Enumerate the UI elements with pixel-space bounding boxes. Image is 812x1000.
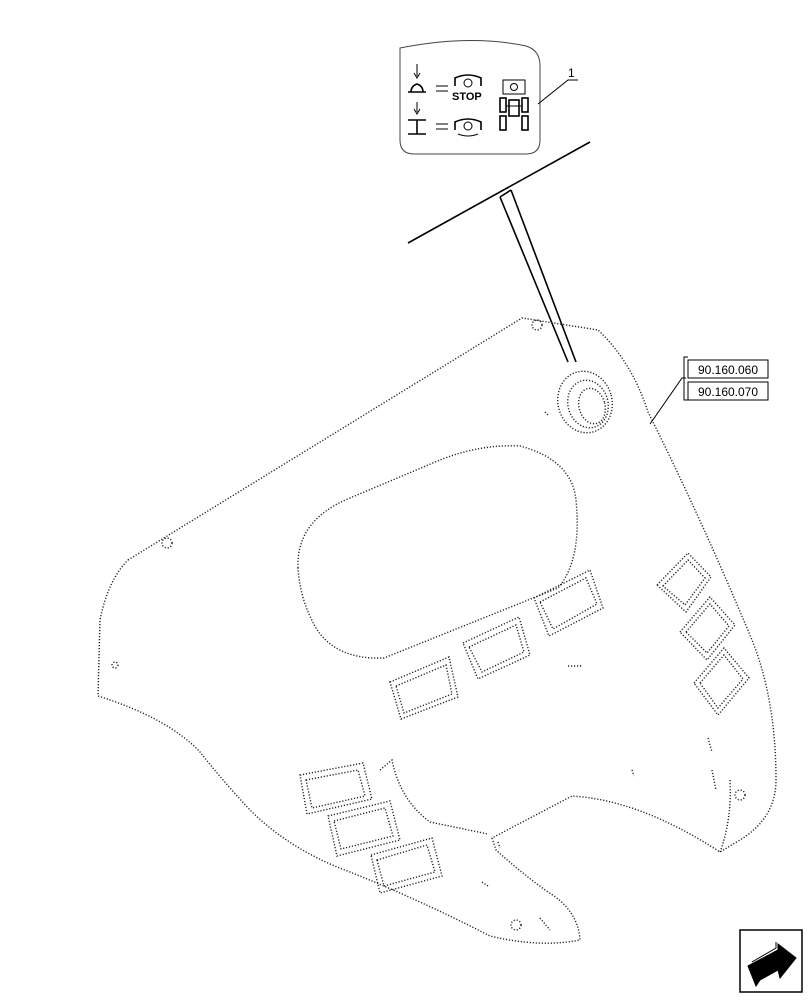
equals-icon — [436, 123, 448, 130]
lever-down-icon — [408, 102, 426, 135]
callout-number: 1 — [568, 66, 575, 80]
callout-leader — [537, 79, 578, 105]
reference-number: 90.160.070 — [698, 385, 758, 399]
decal-outline — [399, 40, 541, 155]
reference-box — [687, 359, 769, 379]
mounting-hole — [161, 537, 173, 549]
key-switch — [557, 370, 613, 434]
instrument-panel — [97, 317, 777, 944]
stop-label: STOP — [452, 91, 482, 103]
next-page-arrow-icon[interactable] — [739, 929, 803, 993]
pto-running-icon — [454, 118, 482, 137]
switch-slot — [533, 569, 604, 637]
tractor-pto-icon — [499, 79, 529, 131]
reference-labels: 90.160.060 90.160.070 — [649, 356, 769, 425]
panel-outline — [97, 317, 777, 944]
switch-slot — [656, 551, 712, 614]
decal-detail: STOP 1 — [399, 40, 578, 155]
equals-icon — [436, 85, 448, 92]
reference-number: 90.160.060 — [698, 363, 758, 377]
switch-slot — [299, 762, 373, 815]
switch-slot — [327, 800, 401, 857]
leader-lines — [407, 141, 591, 363]
switch-bank — [299, 551, 750, 894]
lever-up-icon — [408, 64, 426, 93]
display-window — [297, 445, 578, 659]
switch-slot — [389, 656, 459, 720]
mounting-hole — [531, 319, 543, 331]
switch-slot — [462, 616, 531, 680]
switch-slot — [370, 837, 443, 894]
switch-slot — [679, 595, 736, 662]
switch-slot — [693, 646, 750, 717]
reference-box — [687, 381, 769, 401]
mounting-hole — [734, 789, 746, 801]
mounting-hole — [510, 919, 522, 931]
pto-engaged-icon — [454, 74, 482, 88]
